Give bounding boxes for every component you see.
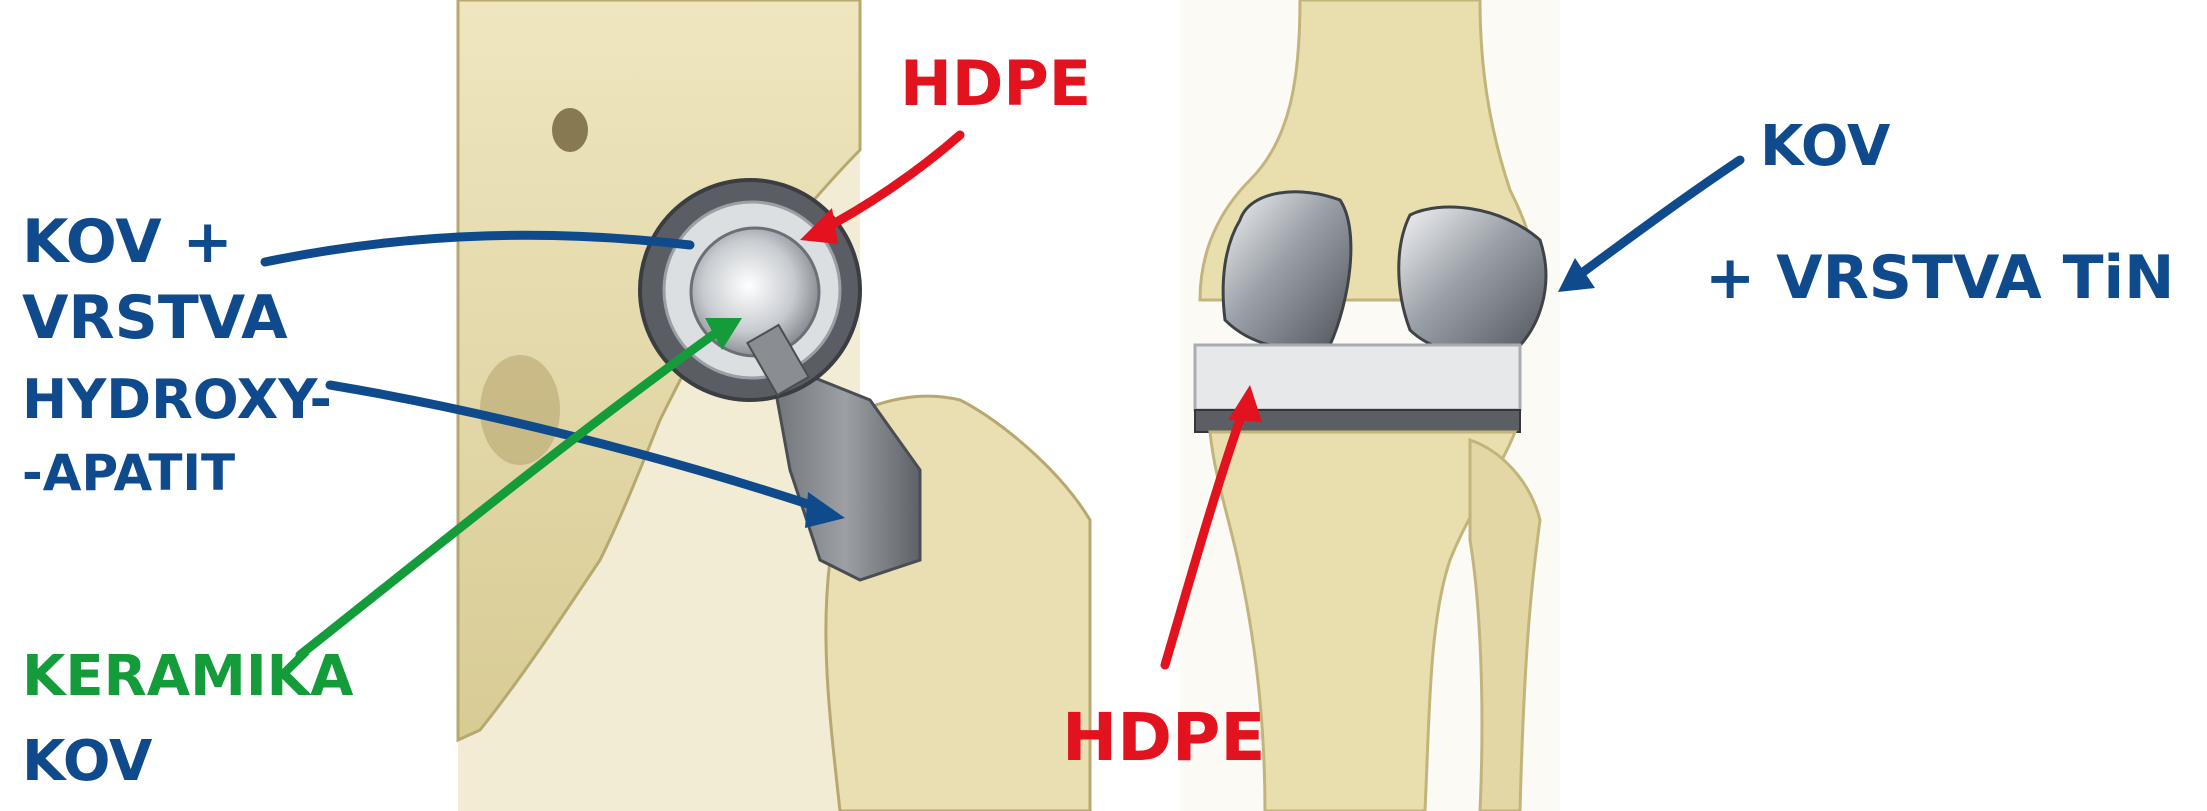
bone-notch <box>552 108 588 152</box>
hip-metal-label-line1: KOV + <box>22 207 233 277</box>
hip-hdpe-label: HDPE <box>900 47 1091 120</box>
hip-metal-label-line3: HYDROXY- <box>22 368 332 431</box>
knee-illustration <box>1180 0 1560 811</box>
hip-ceramic-label-line1: KERAMIKA <box>22 644 354 709</box>
knee-metal-label-line1: KOV <box>1760 114 1891 179</box>
hip-ceramic-label-line2: KOV <box>22 729 153 794</box>
obturator-foramen <box>480 355 560 465</box>
femoral-component-left <box>1223 192 1351 349</box>
labels: HDPE KOV + VRSTVA HYDROXY- -APATIT KERAM… <box>22 47 2174 794</box>
hip-metal-label-line4: -APATIT <box>22 444 235 502</box>
hip-illustration <box>458 0 1090 811</box>
femoral-component-right <box>1399 207 1546 356</box>
hip-metal-label-line2: VRSTVA <box>22 283 288 353</box>
knee-metal-label-line2: + VRSTVA TiN <box>1705 243 2174 313</box>
knee-hdpe-label: HDPE <box>1062 699 1265 776</box>
